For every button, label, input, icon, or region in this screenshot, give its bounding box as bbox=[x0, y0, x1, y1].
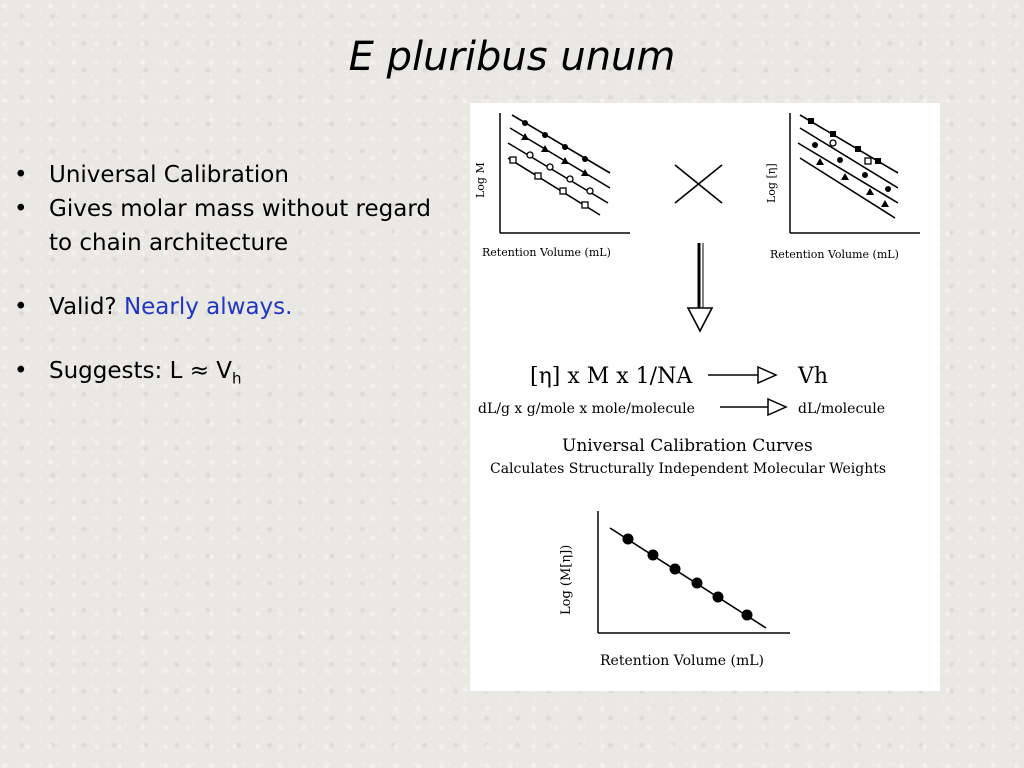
right-plot-lines bbox=[797, 114, 899, 219]
bullet-suggests: • Suggests: L ≈ Vh bbox=[14, 354, 454, 396]
left-plot-ylabel: Log M bbox=[474, 162, 487, 198]
right-plot-open-markers bbox=[829, 139, 872, 165]
equation-lhs: [η] x M x 1/NA bbox=[530, 364, 693, 389]
bottom-plot-line bbox=[609, 527, 767, 629]
right-plot-markers bbox=[808, 118, 891, 207]
left-plot-lines bbox=[507, 114, 611, 216]
figure-subheading: Calculates Structurally Independent Mole… bbox=[490, 461, 886, 477]
bottom-plot-xlabel: Retention Volume (mL) bbox=[600, 653, 764, 669]
bullet-subscript: h bbox=[232, 369, 242, 388]
left-plot-markers bbox=[521, 120, 589, 176]
left-plot-xlabel: Retention Volume (mL) bbox=[482, 246, 611, 259]
units-lhs: dL/g x g/mole x mole/molecule bbox=[478, 401, 695, 417]
bottom-plot-ylabel: Log (M[η]) bbox=[559, 545, 574, 615]
bullet-universal-calibration: • Universal Calibration bbox=[14, 158, 454, 192]
multiply-icon bbox=[674, 164, 723, 204]
left-plot-open-markers bbox=[509, 151, 594, 209]
right-arrow-icon bbox=[720, 397, 788, 417]
figure-heading: Universal Calibration Curves bbox=[562, 436, 813, 456]
equation-rhs: Vh bbox=[797, 364, 828, 389]
units-rhs: dL/molecule bbox=[798, 401, 885, 417]
down-arrow-icon bbox=[686, 243, 714, 333]
right-plot-xlabel: Retention Volume (mL) bbox=[770, 248, 899, 261]
right-plot-ylabel: Log [η] bbox=[765, 163, 778, 203]
bullet-list: • Universal Calibration • Gives molar ma… bbox=[14, 158, 454, 396]
calibration-diagram: Log M Retention Volume (mL) bbox=[474, 113, 920, 669]
slide-title: E pluribus unum bbox=[348, 34, 676, 80]
calibration-figure: Log M Retention Volume (mL) bbox=[470, 103, 940, 691]
bottom-plot-markers bbox=[622, 533, 753, 621]
bullet-text: Universal Calibration bbox=[49, 162, 289, 188]
bullet-dot: • bbox=[14, 294, 28, 320]
bullet-text: Valid? bbox=[49, 294, 124, 320]
bullet-dot: • bbox=[14, 162, 28, 188]
bullet-text: Suggests: L ≈ V bbox=[49, 358, 233, 384]
left-plot: Log M Retention Volume (mL) bbox=[474, 113, 630, 259]
bullet-text: Gives molar mass without regard to chain… bbox=[49, 196, 431, 256]
bullet-dot: • bbox=[14, 196, 28, 222]
bullet-molar-mass: • Gives molar mass without regard to cha… bbox=[14, 192, 454, 260]
bullet-highlight: Nearly always. bbox=[123, 294, 293, 320]
bottom-plot: Log (M[η]) Retention Volume (mL) bbox=[559, 511, 790, 669]
bullet-valid: • Valid? Nearly always. bbox=[14, 290, 454, 324]
right-plot: Log [η] Retention Volume (mL) bbox=[765, 113, 920, 261]
right-arrow-icon bbox=[708, 365, 778, 385]
bullet-dot: • bbox=[14, 358, 28, 384]
